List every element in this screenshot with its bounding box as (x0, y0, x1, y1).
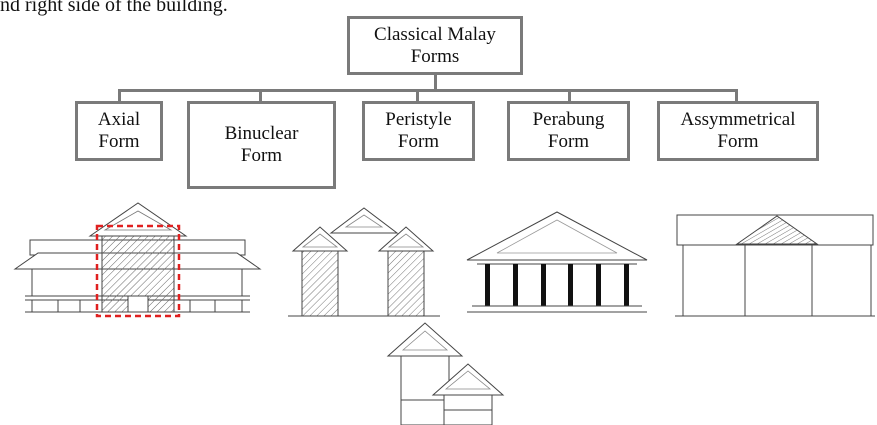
intro-text: nd right side of the building. (0, 0, 228, 16)
branch-drop-axial (118, 89, 121, 103)
branch-drop-perabung (568, 89, 571, 103)
assymmetrical-form-elevation (386, 322, 505, 425)
form-box-binuclear: Binuclear Form (187, 101, 336, 189)
branch-drop-peristyle (416, 89, 419, 103)
root-box-classical-malay-forms: Classical Malay Forms (347, 16, 523, 75)
binuclear-form-elevation (288, 207, 440, 317)
root-connector (434, 73, 437, 91)
branch-drop-binuclear (259, 89, 262, 103)
axial-form-elevation (13, 202, 262, 318)
branch-drop-assymmetrical (735, 89, 738, 103)
branch-line (118, 89, 738, 92)
perabung-form-elevation (675, 214, 875, 317)
form-box-perabung: Perabung Form (507, 101, 630, 161)
form-box-peristyle: Peristyle Form (362, 101, 475, 161)
peristyle-form-elevation (466, 211, 648, 313)
form-box-assymmetrical: Assymmetrical Form (657, 101, 819, 161)
form-box-axial: Axial Form (75, 101, 163, 161)
